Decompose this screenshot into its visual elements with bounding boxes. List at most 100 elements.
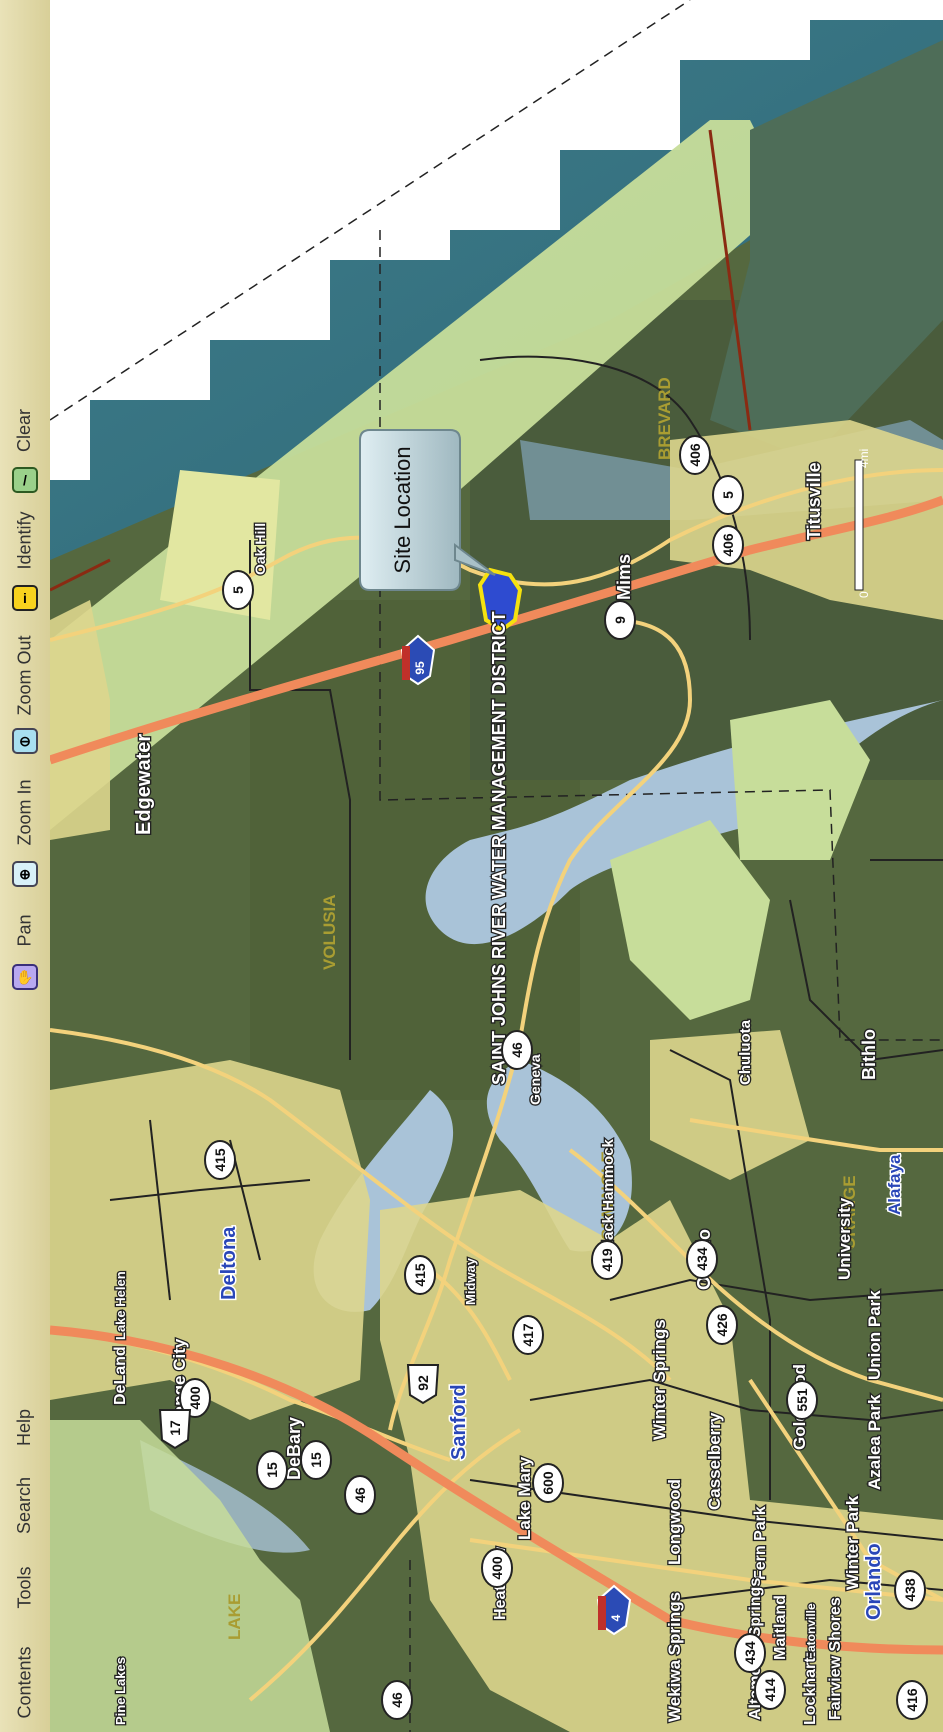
svg-text:434: 434: [742, 1641, 758, 1665]
city-midway: Midway: [463, 1257, 478, 1305]
county-volusia: VOLUSIA: [320, 894, 339, 970]
interstate-4: [50, 1325, 943, 1655]
route-shield: 414: [754, 1670, 786, 1710]
clear-label: Clear: [14, 408, 35, 452]
route-shield: 416: [896, 1680, 928, 1720]
svg-text:5: 5: [230, 586, 246, 594]
map-canvas[interactable]: Site Location 0 4mi SAINT JOHNS RIVER WA…: [50, 0, 943, 1732]
menu-search-label: Search: [14, 1476, 35, 1534]
svg-text:46: 46: [389, 1692, 405, 1708]
city-winter-springs: Winter Springs: [650, 1319, 669, 1440]
zoom-in-icon: ⊕: [12, 861, 38, 887]
route-shield: 5: [712, 475, 744, 515]
urban-deltona: [50, 1060, 370, 1420]
city-oak-hill: Oak Hill: [252, 523, 268, 575]
city-azalea-park: Azalea Park: [865, 1394, 884, 1490]
route-shield: 5: [222, 570, 254, 610]
city-edgewater: Edgewater: [133, 734, 155, 835]
svg-text:5: 5: [720, 491, 736, 499]
svg-text:426: 426: [714, 1313, 730, 1337]
svg-text:400: 400: [187, 1386, 203, 1410]
svg-text:434: 434: [694, 1247, 710, 1271]
route-shield: 438: [894, 1570, 926, 1610]
svg-text:95: 95: [413, 661, 427, 675]
identify-tool[interactable]: i Identify: [0, 495, 50, 615]
svg-text:9: 9: [612, 616, 628, 624]
city-lake-helen: Lake Helen: [113, 1271, 128, 1340]
pan-label: Pan: [14, 913, 35, 947]
svg-text:400: 400: [489, 1556, 505, 1580]
city-titusville: Titusville: [804, 462, 824, 540]
city-eatonville: Eatonville: [804, 1603, 818, 1660]
rail-line: [708, 129, 752, 431]
us-route-shield: 92: [406, 1364, 440, 1405]
info-icon: i: [12, 585, 38, 611]
city-orlando: Orlando: [863, 1543, 885, 1620]
svg-text:46: 46: [509, 1042, 525, 1058]
city-university: University: [835, 1197, 854, 1280]
rail-line-north: [50, 558, 111, 592]
svg-text:419: 419: [599, 1248, 615, 1272]
city-geneva: Geneva: [527, 1054, 543, 1105]
city-wekiwa-springs: Wekiwa Springs: [665, 1592, 684, 1722]
route-shield: 434: [686, 1239, 718, 1279]
route-shield: 406: [712, 525, 744, 565]
city-lockhart: Lockhart: [802, 1657, 819, 1725]
conservation-econ: [730, 700, 870, 860]
clear-tool[interactable]: / Clear: [0, 395, 50, 495]
city-lake-mary: Lake Mary: [515, 1456, 534, 1540]
pan-tool[interactable]: ✋ Pan: [0, 900, 50, 990]
identify-label: Identify: [14, 510, 35, 570]
route-shield: 15: [256, 1450, 288, 1490]
city-mims: Mims: [614, 554, 634, 600]
menu-help-label: Help: [14, 1408, 35, 1447]
city-fairview-shores: Fairview Shores: [827, 1597, 844, 1720]
interstate-95: [50, 495, 943, 765]
route-shield: 417: [512, 1315, 544, 1355]
route-shield: 551: [786, 1380, 818, 1420]
route-shield: 415: [404, 1255, 436, 1295]
zoom-in-tool[interactable]: ⊕ Zoom In: [0, 765, 50, 890]
county-orange: ORANGE: [840, 1175, 859, 1250]
city-deltona: Deltona: [218, 1226, 240, 1300]
route-shield: 419: [591, 1240, 623, 1280]
svg-text:406: 406: [687, 443, 703, 467]
interstate-shield: 4: [596, 1584, 632, 1636]
zoom-out-label: Zoom Out: [14, 634, 35, 716]
route-shield: 46: [344, 1475, 376, 1515]
callout-text: Site Location: [390, 446, 415, 573]
svg-text:17: 17: [167, 1420, 183, 1436]
svg-text:406: 406: [720, 533, 736, 557]
urban-edgewater: [50, 600, 110, 840]
menu-help[interactable]: Help: [0, 1395, 50, 1460]
route-shield: 9: [604, 600, 636, 640]
svg-text:15: 15: [264, 1462, 280, 1478]
site-callout: Site Location: [359, 429, 496, 591]
city-casselberry: Casselberry: [705, 1412, 724, 1510]
svg-text:438: 438: [902, 1578, 918, 1602]
conservation-east: [610, 820, 770, 1020]
indian-river: [710, 40, 943, 460]
city-deland: DeLand: [112, 1346, 129, 1405]
zoom-out-tool[interactable]: ⊖ Zoom Out: [0, 620, 50, 760]
district-label: SAINT JOHNS RIVER WATER MANAGEMENT DISTR…: [489, 611, 509, 1085]
menu-search[interactable]: Search: [0, 1465, 50, 1545]
map-view[interactable]: Site Location 0 4mi SAINT JOHNS RIVER WA…: [50, 0, 943, 1732]
site-marker[interactable]: [477, 567, 523, 633]
no-data-area: [50, 0, 943, 480]
route-shield: 15: [300, 1440, 332, 1480]
interstate-shield: 95: [400, 634, 436, 686]
svg-text:551: 551: [794, 1388, 810, 1412]
city-winter-park: Winter Park: [843, 1495, 862, 1590]
route-shield: 46: [381, 1680, 413, 1720]
us-route-shield: 17: [158, 1409, 192, 1450]
menu-contents[interactable]: Contents: [0, 1632, 50, 1732]
route-shield: 46: [501, 1030, 533, 1070]
svg-text:92: 92: [415, 1375, 431, 1391]
svg-text:414: 414: [762, 1678, 778, 1702]
scale-bar: 0 4mi: [854, 449, 871, 598]
svg-text:416: 416: [904, 1688, 920, 1712]
menu-tools[interactable]: Tools: [0, 1552, 50, 1622]
eraser-icon: /: [12, 467, 38, 493]
